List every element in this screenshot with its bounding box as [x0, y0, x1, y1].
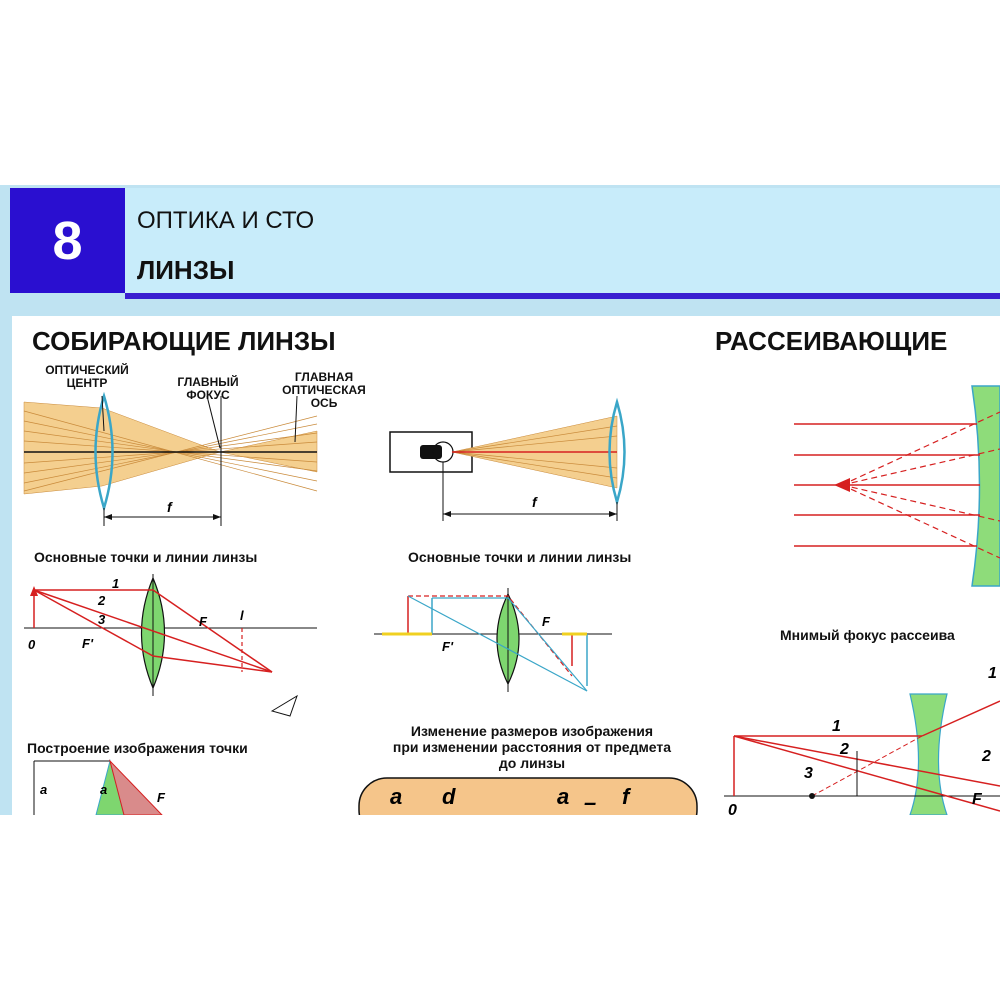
label-optical-center: ОПТИЧЕСКИЙ ЦЕНТР	[45, 363, 129, 390]
focus-prime-label: F'	[82, 636, 94, 651]
caption-point-image: Построение изображения точки	[27, 740, 248, 756]
diagram-3-diverging	[794, 385, 1000, 587]
ray-1-label: 1	[112, 576, 119, 591]
ray-1-label-3: 1	[988, 665, 997, 682]
caption-size-change: Изменение размеров изображения при измен…	[352, 723, 712, 771]
formula-d: d	[442, 784, 456, 809]
diagram-7-cone: a a F	[33, 759, 166, 815]
focus-label-4: F	[157, 790, 166, 805]
page-title: ЛИНЗЫ	[137, 255, 235, 285]
formula-a: a	[390, 784, 402, 809]
ray-3-label: 3	[98, 612, 106, 627]
diagram-1-beam: f	[23, 391, 318, 526]
caption-size-change-line2: при изменении расстояния от предмета	[392, 739, 672, 755]
zero-label: 0	[28, 637, 36, 652]
formula-f: f	[622, 784, 632, 809]
chapter-subtitle: ОПТИКА И СТО	[137, 207, 315, 234]
diagram-6-diverging-rays: 1 2 3 1 2 F 0	[724, 665, 1000, 815]
caption-size-change-line3: до линзы	[498, 755, 566, 771]
ray-2-label: 2	[97, 593, 106, 608]
f-label-1: f	[167, 499, 173, 515]
formula-box: a d a – f	[358, 777, 698, 815]
a-label-1: a	[40, 782, 47, 797]
focus-label: F	[199, 614, 208, 629]
focus-label-2: F	[542, 614, 551, 629]
diagram-5-size-change: F' F	[374, 588, 612, 692]
ray-1-label-2: 1	[832, 718, 841, 735]
optics-diagrams: f f	[23, 385, 1000, 815]
f-label-2: f	[532, 494, 538, 510]
ray-3-label-2: 3	[804, 765, 813, 782]
caption-size-change-line1: Изменение размеров изображения	[410, 723, 654, 739]
a-label-2: a	[100, 782, 107, 797]
caption-basic-points-2: Основные точки и линии линзы	[408, 549, 632, 565]
formula-minus: –	[584, 790, 596, 815]
diverging-title: РАССЕИВАЮЩИЕ	[715, 326, 948, 356]
content-panel: ПОЗНАЙКИНО СОБИРАЮЩИЕ ЛИНЗЫ РАССЕИВАЮЩИЕ…	[12, 316, 1000, 815]
label-main-axis: ГЛАВНАЯ ОПТИЧЕСКАЯ ОСЬ	[282, 370, 366, 410]
chapter-number: 8	[10, 188, 125, 293]
label-main-focus: ГЛАВНЫЙ ФОКУС	[177, 375, 239, 402]
formula-a-2: a	[557, 784, 569, 809]
caption-basic-points-1: Основные точки и линии линзы	[34, 549, 258, 565]
l-label: l	[240, 608, 244, 623]
ray-2-label-3: 2	[981, 748, 991, 765]
header-band	[125, 188, 1000, 293]
caption-virtual-focus: Мнимый фокус рассеива	[780, 627, 955, 643]
focus-prime-label-2: F'	[442, 639, 454, 654]
converging-title: СОБИРАЮЩИЕ ЛИНЗЫ	[32, 326, 336, 356]
diagram-4-point-image: 1 2 3 F F' l 0	[24, 574, 317, 717]
diagram-2-projector: f	[389, 397, 626, 521]
zero-label-2: 0	[728, 802, 737, 815]
focus-label-3: F	[972, 791, 983, 808]
ray-2-label-2: 2	[839, 741, 849, 758]
poster: 8 ОПТИКА И СТО ЛИНЗЫ ПОЗНАЙКИНО СОБИРАЮЩ…	[0, 185, 1000, 815]
header-divider	[125, 293, 1000, 299]
